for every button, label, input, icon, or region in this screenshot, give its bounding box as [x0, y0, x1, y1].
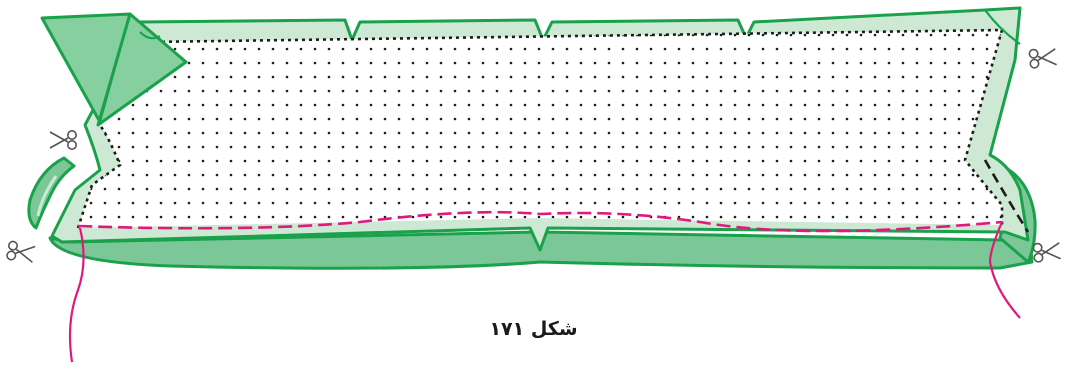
fold-inner-line: [139, 31, 161, 40]
scissors-icon: [1032, 240, 1062, 264]
scissors-icon: [49, 130, 77, 150]
scissors-icon: [1028, 46, 1058, 70]
thread-left: [68, 227, 85, 363]
corner-dashed-line: [983, 159, 1030, 233]
cut-off-piece-inner: [36, 175, 58, 217]
dotted-cutting-line: [76, 28, 1004, 229]
stitch-line: [77, 210, 1003, 233]
fold-crease: [99, 13, 131, 123]
top-right-fold: [984, 9, 1021, 45]
dot-grid: [78, 30, 1002, 228]
scissors-icon: [5, 240, 37, 265]
figure-caption: شکل ۱۷۱: [489, 318, 578, 340]
thread-right: [988, 221, 1021, 319]
